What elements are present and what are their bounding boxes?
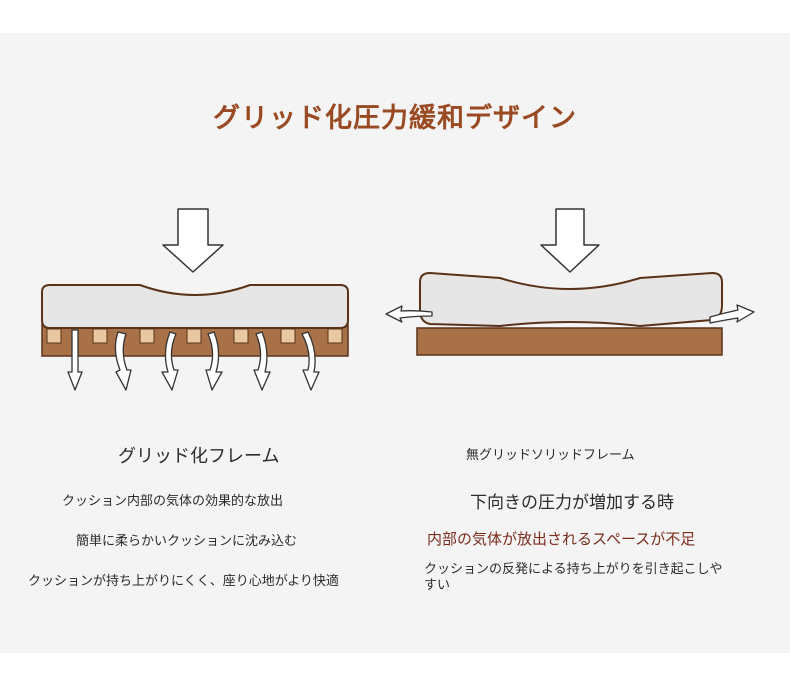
right-line-2: 内部の気体が放出されるスペースが不足: [427, 530, 696, 548]
solid-frame-base: [416, 327, 723, 356]
cushion-left: [41, 284, 349, 329]
page-title: グリッド化圧力緩和デザイン: [213, 103, 577, 134]
grid-frame-illustration: [41, 208, 349, 391]
right-heading: 無グリッドソリッドフレーム: [466, 448, 635, 463]
right-line-1: 下向きの圧力が増加する時: [470, 493, 674, 513]
air-release-arrows: [67, 329, 320, 391]
solid-frame-illustration: [385, 208, 755, 356]
side-arrow-right-icon: [709, 304, 755, 324]
cushion-right: [419, 271, 723, 328]
left-line-1: クッション内部の気体の効果的な放出: [62, 494, 284, 509]
left-line-2: 簡単に柔らかいクッションに沈み込む: [76, 534, 298, 549]
pressure-arrow-icon: [162, 208, 224, 273]
left-heading: グリッド化フレーム: [118, 446, 280, 467]
pressure-arrow-icon: [540, 208, 600, 273]
side-arrow-left-icon: [385, 305, 433, 323]
grid-holes: [46, 328, 343, 344]
left-line-3: クッションが持ち上がりにくく、座り心地がより快適: [28, 574, 339, 589]
right-line-3: クッションの反発による持ち上がりを引き起こしやすい: [424, 562, 723, 593]
